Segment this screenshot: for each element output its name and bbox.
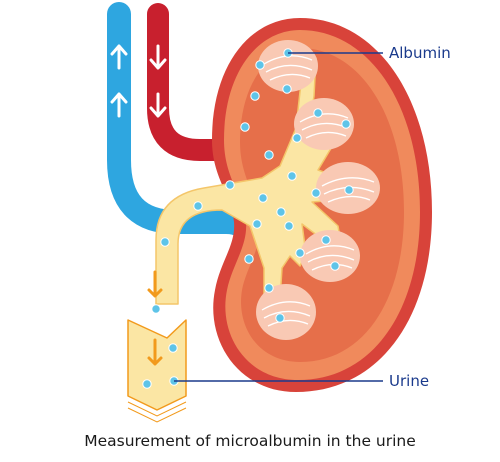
pyramid [258,40,318,92]
albumin-dots [142,48,354,389]
pyramid [256,284,316,340]
urine-collection [127,319,187,411]
down-arrow-icon [149,44,167,118]
label-albumin: Albumin [389,44,451,62]
caption: Measurement of microalbumin in the urine [84,432,416,450]
pyramid [300,230,360,282]
label-leaders [174,52,383,382]
flow-arrow-icon [147,270,163,366]
nephron-pyramids [256,40,380,340]
label-urine: Urine [389,372,429,390]
up-arrow-icon [110,44,128,118]
